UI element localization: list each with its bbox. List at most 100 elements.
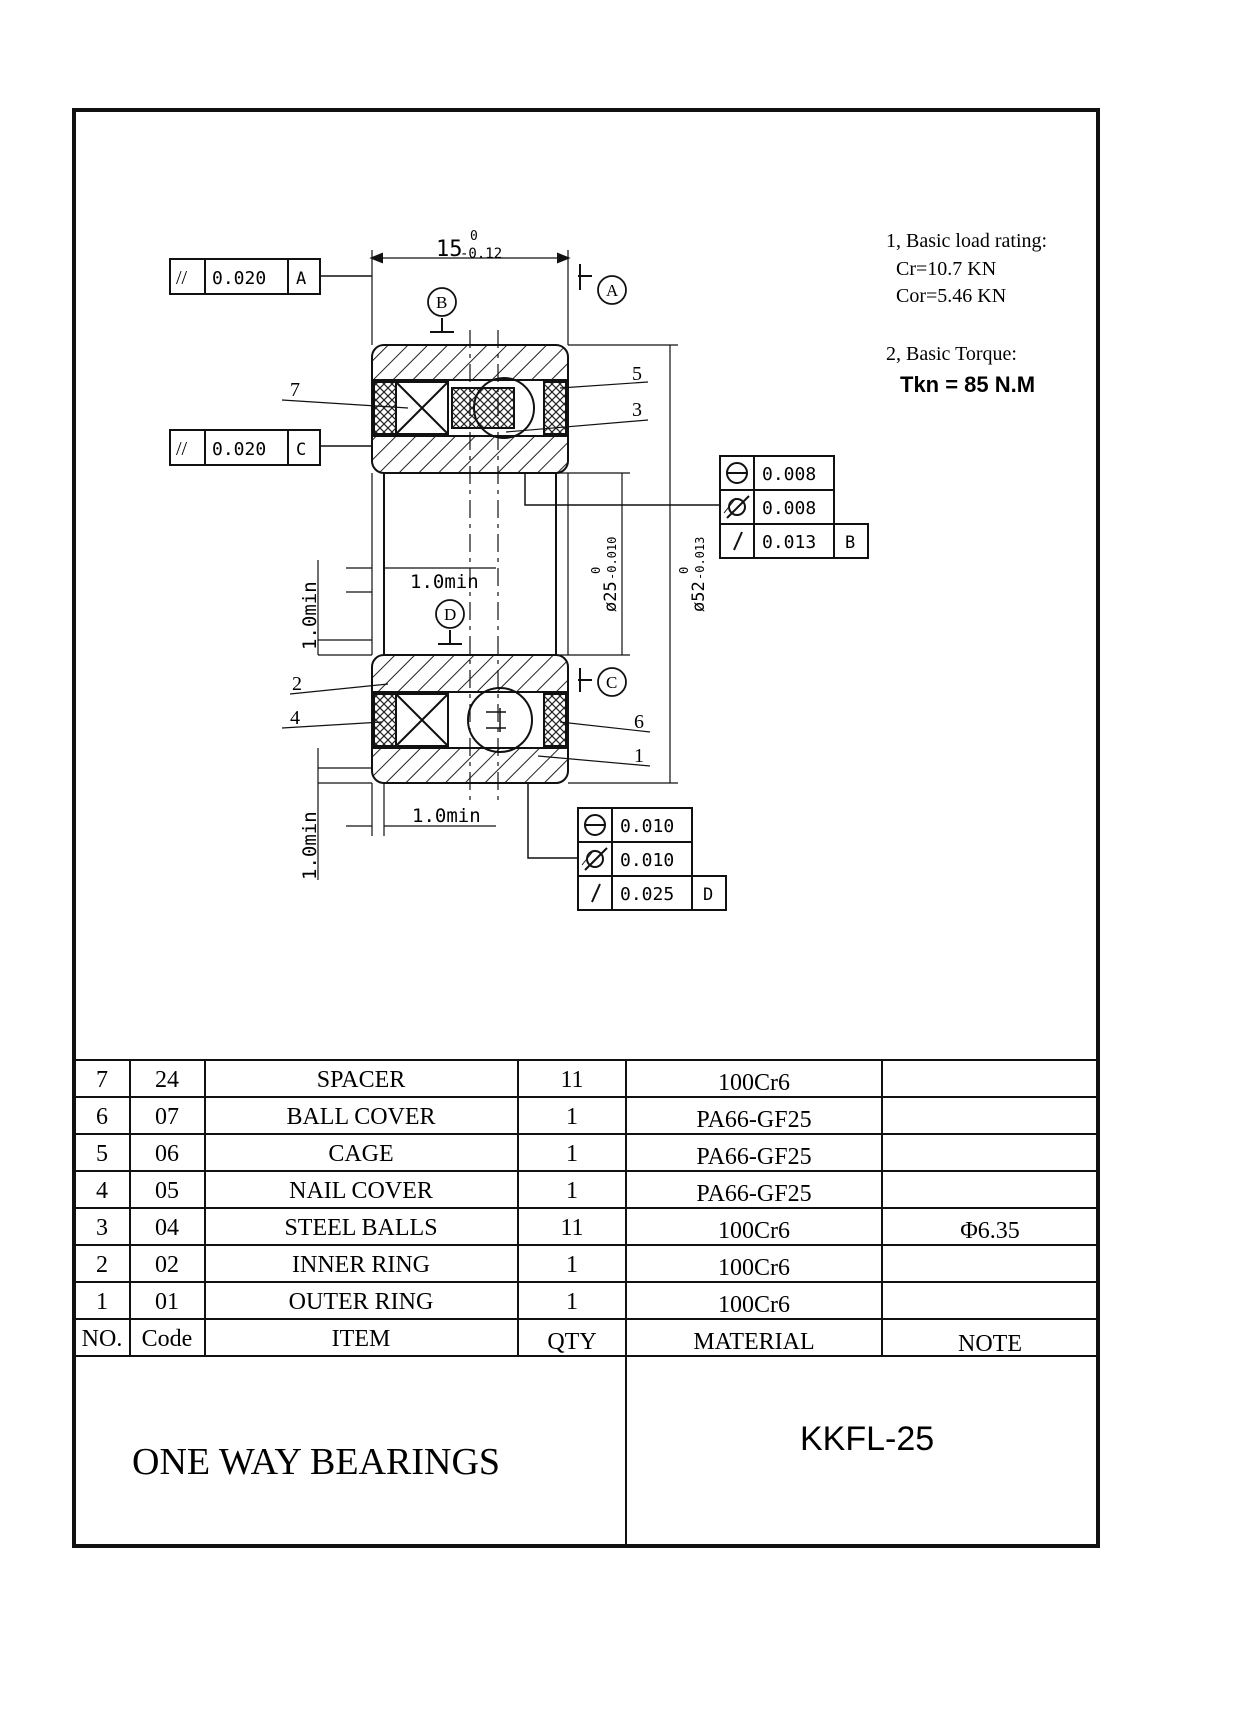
svg-text:NO.: NO.	[82, 1326, 123, 1352]
table-row: 6 07 BALL COVER 1 PA66-GF25	[96, 1104, 812, 1133]
svg-text:1: 1	[566, 1289, 578, 1315]
balloon-1: 1	[634, 745, 644, 767]
svg-text:CAGE: CAGE	[328, 1141, 393, 1167]
table-row: 2 02 INNER RING 1 100Cr6	[96, 1252, 790, 1281]
cr-value: Cr=10.7 KN	[896, 258, 996, 280]
svg-text:0: 0	[677, 567, 691, 574]
svg-text:MATERIAL: MATERIAL	[693, 1329, 814, 1355]
svg-text:0.008: 0.008	[762, 464, 816, 485]
svg-text:0.020: 0.020	[212, 439, 266, 460]
svg-text:Φ6.35: Φ6.35	[960, 1218, 1020, 1244]
table-header-row: NO. Code ITEM QTY MATERIAL NOTE	[82, 1326, 1022, 1357]
parallelism-symbol: //	[176, 267, 188, 289]
table-row: 1 01 OUTER RING 1 100Cr6	[96, 1289, 790, 1318]
balloon-6: 6	[634, 711, 644, 733]
svg-text:4: 4	[96, 1178, 108, 1204]
svg-text:0.013: 0.013	[762, 532, 816, 553]
tolerance-frame-right	[719, 455, 869, 559]
svg-text:1: 1	[566, 1252, 578, 1278]
svg-text:1: 1	[566, 1141, 578, 1167]
svg-text:11: 11	[560, 1067, 583, 1093]
svg-text:5: 5	[96, 1141, 108, 1167]
svg-text:100Cr6: 100Cr6	[718, 1070, 790, 1096]
chamfer-h-top: 1.0min	[410, 571, 479, 593]
balloon-2: 2	[292, 673, 302, 695]
svg-text:0.020: 0.020	[212, 268, 266, 289]
cylindricity-icon	[581, 847, 608, 871]
drawing-title: ONE WAY BEARINGS	[132, 1441, 500, 1483]
svg-text:01: 01	[155, 1289, 179, 1315]
svg-text:6: 6	[96, 1104, 108, 1130]
svg-text:1: 1	[566, 1104, 578, 1130]
width-tol-lower: -0.12	[460, 246, 502, 262]
svg-text:-0.013: -0.013	[693, 537, 707, 580]
parallelism-symbol: //	[176, 438, 188, 460]
datum-a: A	[597, 275, 627, 305]
svg-text:A: A	[296, 269, 306, 289]
balloon-4: 4	[290, 707, 300, 729]
svg-text:B: B	[845, 533, 855, 553]
spec-notes: 1, Basic load rating: Cr=10.7 KN Cor=5.4…	[886, 230, 1047, 397]
svg-text:0.010: 0.010	[620, 850, 674, 871]
svg-text:100Cr6: 100Cr6	[718, 1218, 790, 1244]
datum-c: C	[597, 667, 627, 697]
svg-text:3: 3	[96, 1215, 108, 1241]
svg-text:STEEL BALLS: STEEL BALLS	[284, 1215, 437, 1241]
svg-text:D: D	[444, 605, 456, 624]
balloon-3: 3	[632, 399, 642, 421]
bom-rows: 7 24 SPACER 11 100Cr6 6 07 BALL COVER 1 …	[82, 1067, 1022, 1357]
svg-text:ITEM: ITEM	[332, 1326, 391, 1352]
svg-text:C: C	[606, 673, 617, 692]
table-row: 5 06 CAGE 1 PA66-GF25	[96, 1141, 812, 1170]
svg-text:Code: Code	[142, 1326, 193, 1352]
svg-text:02: 02	[155, 1252, 179, 1278]
cor-value: Cor=5.46 KN	[896, 285, 1006, 307]
chamfer-v-bottom: 1.0min	[299, 811, 321, 880]
svg-text:BALL COVER: BALL COVER	[286, 1104, 435, 1130]
svg-text:INNER RING: INNER RING	[292, 1252, 430, 1278]
balloon-5: 5	[632, 363, 642, 385]
part-balloons: 7 5 3 2 4 6 1	[290, 363, 644, 767]
svg-text:1: 1	[96, 1289, 108, 1315]
svg-text:04: 04	[155, 1215, 179, 1241]
svg-text:0.010: 0.010	[620, 816, 674, 837]
svg-text:-0.010: -0.010	[605, 537, 619, 580]
balloon-7: 7	[290, 379, 300, 401]
svg-text:D: D	[703, 885, 713, 905]
datum-d: D	[435, 599, 465, 629]
svg-text:06: 06	[155, 1141, 179, 1167]
svg-text:0.008: 0.008	[762, 498, 816, 519]
svg-text:0.025: 0.025	[620, 884, 674, 905]
svg-text:SPACER: SPACER	[317, 1067, 406, 1093]
bom-table	[74, 1059, 1098, 1546]
bore-dimension: ø25	[601, 581, 621, 612]
od-dimension: ø52	[689, 581, 709, 612]
svg-text:07: 07	[155, 1104, 179, 1130]
width-tol-upper: 0	[470, 229, 478, 244]
runout-icon	[591, 883, 601, 903]
svg-text:7: 7	[96, 1067, 108, 1093]
datum-b: B	[427, 287, 457, 317]
chamfer-h-bottom: 1.0min	[412, 805, 481, 827]
svg-text:0: 0	[589, 567, 603, 574]
svg-text:100Cr6: 100Cr6	[718, 1292, 790, 1318]
tolerance-frame-a: // 0.020 A	[169, 258, 321, 295]
table-row: 3 04 STEEL BALLS 11 100Cr6 Φ6.35	[96, 1215, 1020, 1244]
svg-text:OUTER RING: OUTER RING	[289, 1289, 434, 1315]
chamfer-v-top: 1.0min	[299, 581, 321, 650]
svg-text:11: 11	[560, 1215, 583, 1241]
svg-text:1: 1	[566, 1178, 578, 1204]
table-row: 4 05 NAIL COVER 1 PA66-GF25	[96, 1178, 812, 1207]
svg-text:PA66-GF25: PA66-GF25	[696, 1107, 811, 1133]
svg-text:24: 24	[155, 1067, 179, 1093]
svg-text:05: 05	[155, 1178, 179, 1204]
svg-text:QTY: QTY	[547, 1329, 596, 1355]
svg-text:B: B	[436, 293, 447, 312]
runout-icon	[733, 531, 743, 551]
cylindricity-icon	[723, 495, 750, 519]
svg-text:PA66-GF25: PA66-GF25	[696, 1181, 811, 1207]
svg-text:NAIL COVER: NAIL COVER	[289, 1178, 433, 1204]
svg-text:100Cr6: 100Cr6	[718, 1255, 790, 1281]
tolerance-frame-c: // 0.020 C	[169, 429, 321, 466]
